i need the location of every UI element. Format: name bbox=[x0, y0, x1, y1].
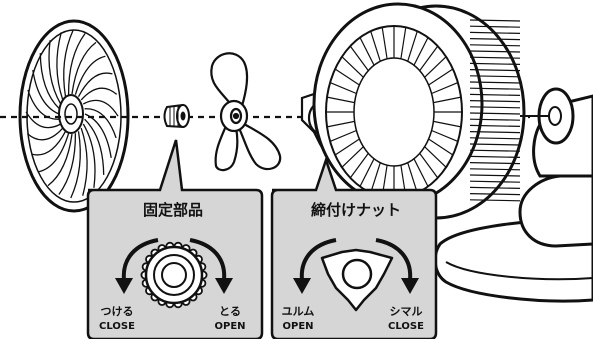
rotate-close-arrow-icon bbox=[115, 238, 159, 294]
rotate-close-arrow-icon bbox=[375, 238, 419, 294]
tightening-nut-icon bbox=[320, 248, 394, 312]
tightening-nut-open-jp: ユルム bbox=[282, 305, 315, 318]
tightening-nut-close-en: CLOSE bbox=[388, 321, 424, 332]
fixing-part-open-en: OPEN bbox=[214, 321, 245, 332]
fixing-part-close-en: CLOSE bbox=[99, 321, 135, 332]
tightening-nut-open-en: OPEN bbox=[282, 321, 313, 332]
fixing-part-title: 固定部品 bbox=[143, 201, 203, 219]
fan-stand-base bbox=[433, 87, 593, 303]
fixing-part-knurled-nut-icon bbox=[140, 241, 208, 309]
tightening-nut-title: 締付けナット bbox=[311, 201, 401, 219]
callout-fixing-part: 固定部品 つける CLOSE とる OPEN bbox=[86, 139, 264, 339]
fixing-part-open-jp: とる bbox=[219, 305, 241, 318]
rear-guard bbox=[312, 2, 526, 220]
tightening-nut-close-jp: シマル bbox=[390, 305, 423, 318]
fixing-part bbox=[163, 103, 190, 129]
propeller-blade bbox=[210, 52, 282, 172]
fixing-part-close-jp: つける bbox=[101, 305, 134, 318]
rotate-open-arrow-icon bbox=[189, 238, 233, 294]
callout-tightening-nut: 締付けナット ユルム OPEN シマル CLOSE bbox=[270, 156, 438, 339]
rotate-open-arrow-icon bbox=[293, 238, 337, 294]
